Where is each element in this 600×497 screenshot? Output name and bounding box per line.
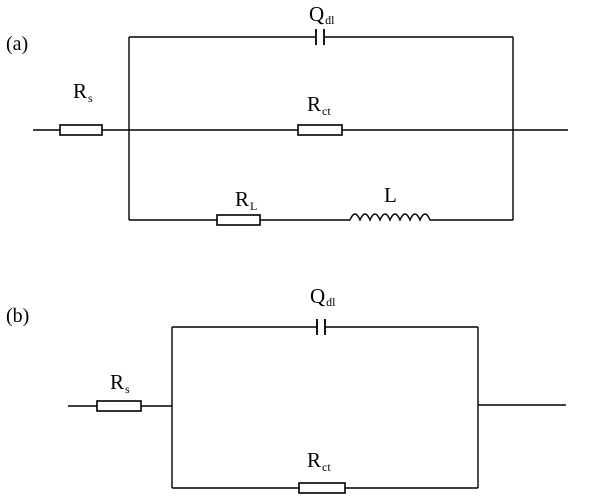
label-a-rs: Rs	[73, 79, 93, 105]
panel-b-tag: (b)	[6, 305, 29, 327]
resistor-b-rct	[298, 482, 346, 494]
label-a-qdl: Qdl	[309, 2, 335, 27]
label-a-rct: Rct	[307, 92, 331, 118]
circuit-a: (a) Qdl Rs Rct RL L	[6, 2, 568, 226]
label-a-l: L	[384, 183, 397, 207]
label-b-rct: Rct	[307, 448, 331, 474]
label-b-qdl: Qdl	[310, 284, 336, 309]
resistor-a-rct	[297, 124, 343, 136]
label-b-rs: Rs	[110, 370, 130, 396]
resistor-a-rl	[216, 214, 261, 226]
inductor-a-coil	[349, 213, 436, 222]
label-a-rl: RL	[235, 187, 257, 213]
resistor-b-rs	[96, 400, 142, 412]
panel-a-tag: (a)	[6, 33, 28, 55]
resistor-a-rs	[59, 124, 103, 136]
circuit-b: (b) Qdl Rs Rct	[6, 284, 566, 494]
